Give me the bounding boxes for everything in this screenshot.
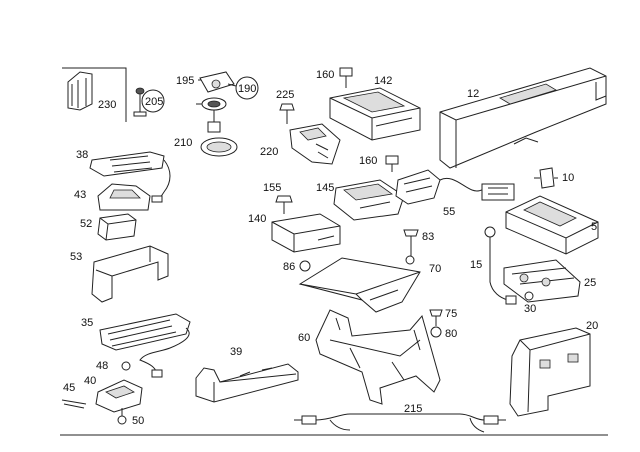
label-195: 195 xyxy=(176,75,194,87)
label-225: 225 xyxy=(276,89,294,101)
label-140: 140 xyxy=(248,213,266,225)
part-53-group: 53 xyxy=(70,245,169,303)
label-5: 5 xyxy=(591,221,597,233)
label-52: 52 xyxy=(80,218,92,230)
label-205: 205 xyxy=(145,96,163,108)
label-53: 53 xyxy=(70,251,82,263)
label-35: 35 xyxy=(81,317,93,329)
part-160-142-group: 160 142 xyxy=(316,67,421,141)
part-230-group: 230 xyxy=(62,67,127,122)
label-38: 38 xyxy=(76,149,88,161)
label-10: 10 xyxy=(562,172,574,184)
part-55-group: 55 xyxy=(395,169,515,218)
part-10-group: 10 xyxy=(534,167,574,189)
part-225-220-group: 225 220 xyxy=(260,89,341,165)
label-160a: 160 xyxy=(316,69,334,81)
label-215: 215 xyxy=(404,403,422,415)
part-75-80-group: 75 80 xyxy=(429,308,457,340)
label-210: 210 xyxy=(174,137,192,149)
label-12: 12 xyxy=(467,88,479,100)
label-39: 39 xyxy=(230,346,242,358)
part-155-145-160-140-group: 155 140 145 160 xyxy=(248,155,405,253)
label-230: 230 xyxy=(98,99,116,111)
part-15-25-30-group: 15 25 30 xyxy=(470,226,596,315)
label-75: 75 xyxy=(445,308,457,320)
label-155: 155 xyxy=(263,182,281,194)
label-20: 20 xyxy=(586,320,598,332)
label-48: 48 xyxy=(96,360,108,372)
label-60: 60 xyxy=(298,332,310,344)
part-20-group: 20 xyxy=(509,320,598,417)
label-55: 55 xyxy=(443,206,455,218)
label-40: 40 xyxy=(84,375,96,387)
label-86: 86 xyxy=(283,261,295,273)
label-30: 30 xyxy=(524,303,536,315)
part-38-43-group: 38 43 xyxy=(74,149,171,211)
part-39-group: 39 xyxy=(195,346,299,403)
part-205-group: 205 xyxy=(133,87,165,117)
label-15: 15 xyxy=(470,259,482,271)
label-43: 43 xyxy=(74,189,86,201)
part-48-40-45-50-group: 48 40 45 50 xyxy=(61,360,144,427)
label-25: 25 xyxy=(584,277,596,289)
part-52-group: 52 xyxy=(80,213,137,241)
part-83-86-70-group: 83 86 70 xyxy=(283,229,441,313)
label-190: 190 xyxy=(238,83,256,95)
part-60-group: 60 xyxy=(298,309,441,405)
part-215-group: 215 xyxy=(294,403,506,433)
part-5-group: 5 xyxy=(505,195,599,255)
label-50: 50 xyxy=(132,415,144,427)
label-160b: 160 xyxy=(359,155,377,167)
label-142: 142 xyxy=(374,75,392,87)
label-45: 45 xyxy=(63,382,75,394)
part-12-group: 12 xyxy=(439,67,607,169)
label-80: 80 xyxy=(445,328,457,340)
part-195-190-210-group: 195 190 210 xyxy=(174,71,259,157)
label-83: 83 xyxy=(422,231,434,243)
label-70: 70 xyxy=(429,263,441,275)
label-145: 145 xyxy=(316,182,334,194)
part-35-group: 35 xyxy=(81,313,191,378)
label-220: 220 xyxy=(260,146,278,158)
